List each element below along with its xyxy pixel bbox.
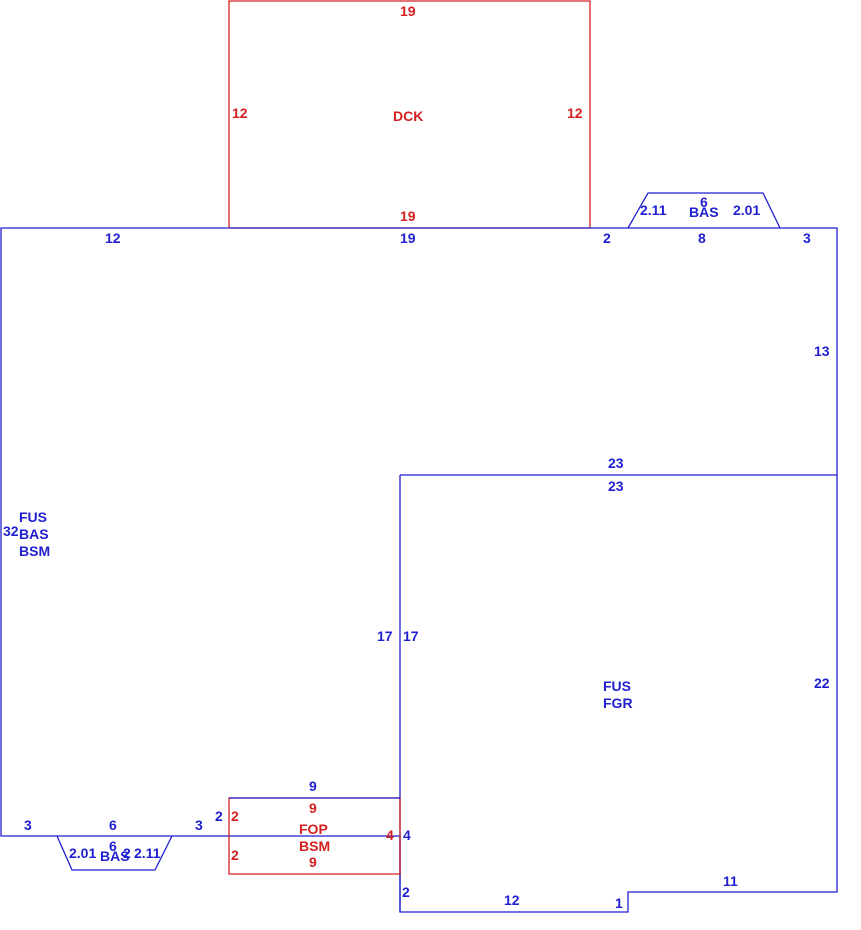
porch-code-2: BSM (299, 838, 330, 854)
dim-porch-bottom: 9 (309, 854, 317, 870)
deck-outline (228, 0, 591, 228)
dim-porch-right-red: 4 (386, 827, 394, 843)
dim-bay-top-top: 6 (700, 194, 708, 210)
dim-main-top-right-b: 3 (803, 230, 811, 246)
dim-porch-top-inner: 9 (309, 800, 317, 816)
dim-bay-top-right: 2.01 (733, 202, 760, 218)
dim-garage-top-outer: 23 (608, 455, 624, 471)
dim-bay-bot-right: 2.11 (134, 845, 161, 861)
bay-top-label: BAS (689, 204, 719, 220)
dim-porch-top-outer: 9 (309, 778, 317, 794)
dim-garage-bottom-right: 11 (723, 873, 738, 889)
dim-main-top-mid: 19 (400, 230, 416, 246)
dim-main-right: 13 (814, 343, 830, 359)
dim-main-bottom-mid: 6 (109, 817, 117, 833)
dim-bay-bot-extra: 2 (123, 845, 131, 861)
dim-dck-top: 19 (400, 3, 416, 19)
dim-dck-right: 12 (567, 105, 583, 121)
dim-main-left: 32 (3, 523, 19, 539)
dim-bay-bot-mid: 6 (109, 838, 117, 854)
dim-garage-right: 22 (814, 675, 830, 691)
dim-bay-top-left: 2.11 (640, 202, 667, 218)
dim-porch-right-blue: 4 (403, 827, 411, 843)
dim-garage-left-inner: 17 (403, 628, 419, 644)
dim-main-bottom-left: 3 (24, 817, 32, 833)
garage-code-1: FUS (603, 678, 631, 694)
garage-code-2: FGR (603, 695, 633, 711)
bay-bottom-outline (56, 835, 173, 871)
dim-garage-left-outer: 17 (377, 628, 393, 644)
deck-label: DCK (393, 108, 423, 124)
dim-porch-left-red-a: 2 (231, 808, 239, 824)
dim-garage-bottom-step-left: 2 (402, 884, 410, 900)
main-building-outline (0, 227, 838, 913)
dim-bay-top-base: 8 (698, 230, 706, 246)
dim-dck-bottom: 19 (400, 208, 416, 224)
main-code-2: BAS (19, 526, 49, 542)
dim-main-bottom-right: 3 (195, 817, 203, 833)
dim-porch-left-upper: 2 (215, 808, 223, 824)
porch-code-1: FOP (299, 821, 328, 837)
dim-main-top-left: 12 (105, 230, 121, 246)
dim-garage-bottom: 12 (504, 892, 520, 908)
bay-top-outline (627, 192, 781, 229)
dim-garage-top-inner: 23 (608, 478, 624, 494)
dim-porch-left-red-b: 2 (231, 847, 239, 863)
dim-garage-step: 1 (615, 895, 623, 911)
dim-main-top-right-a: 2 (603, 230, 611, 246)
main-code-3: BSM (19, 543, 50, 559)
main-code-1: FUS (19, 509, 47, 525)
bay-bottom-label: BAS (100, 848, 130, 864)
dim-bay-bot-left: 2.01 (69, 845, 96, 861)
dim-dck-left: 12 (232, 105, 248, 121)
